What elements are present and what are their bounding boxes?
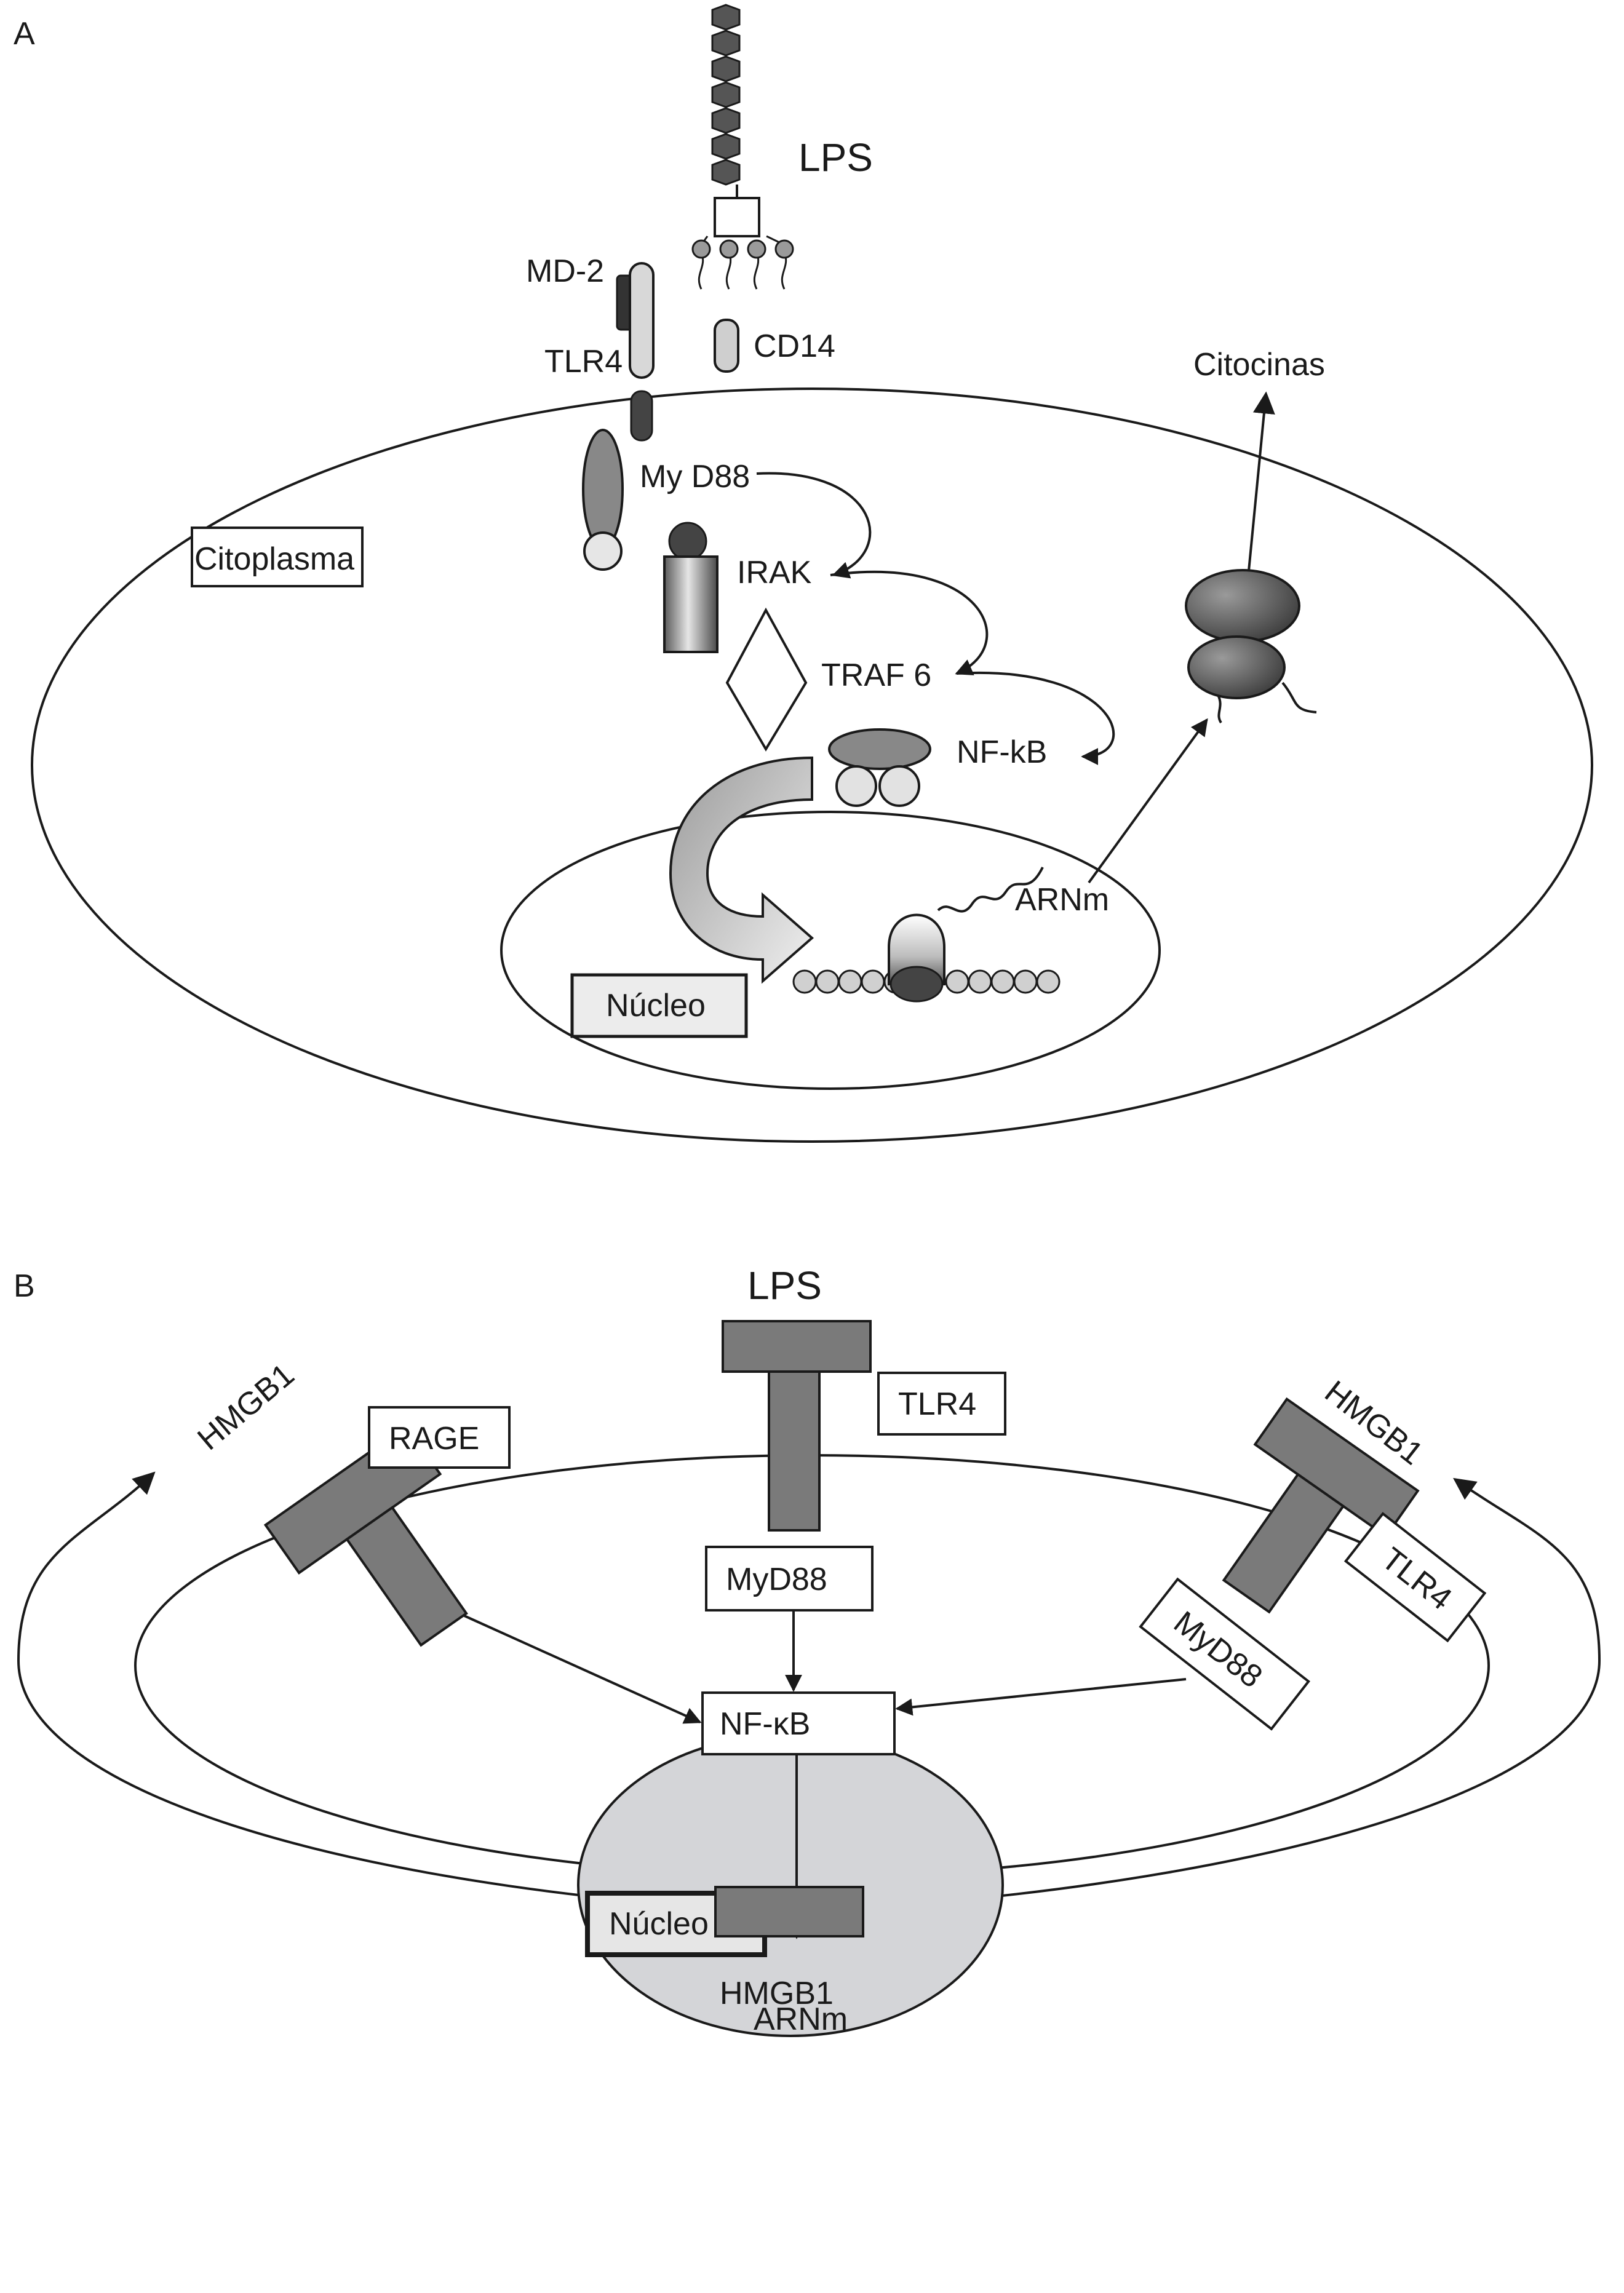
rage-box — [368, 1406, 511, 1469]
panel-b: B LPS TLR4 MyD88 NF-κB Núcleo ARNm — [14, 1263, 1601, 2037]
irak-shape — [663, 555, 718, 653]
md2-label: MD-2 — [526, 253, 604, 289]
rage-stem — [345, 1506, 468, 1647]
cd14-shape — [714, 319, 739, 373]
rna-polymerase-shape — [888, 913, 945, 985]
traf6-to-nfkb-arrow — [956, 671, 1115, 765]
citoplasma-label: Citoplasma — [194, 541, 354, 577]
rage-to-nfkb-arrow — [427, 1598, 702, 1724]
tlr4-label: TLR4 — [544, 344, 623, 380]
lps-chain — [691, 4, 794, 290]
myd88-to-irak-arrow — [756, 472, 872, 579]
cd14-label: CD14 — [754, 328, 835, 364]
mrna-strand — [937, 867, 1044, 913]
irak-head — [668, 522, 707, 561]
lps-label-b: LPS — [747, 1263, 822, 1308]
lps-receptor-bar — [722, 1320, 872, 1373]
cell-membrane — [31, 387, 1593, 1143]
lps-label: LPS — [798, 135, 873, 180]
nfkb-subunit-2 — [878, 765, 920, 807]
nfkb-shape — [828, 728, 931, 770]
panel-a: A — [14, 4, 1593, 1143]
mrna-export-arrow — [1088, 718, 1208, 884]
tlr4-top-box — [877, 1372, 1006, 1436]
traf6-shape — [725, 607, 808, 752]
nucleo-label-b: Núcleo — [609, 1906, 709, 1942]
ribosome-mrna-tail-left — [1217, 694, 1222, 724]
panel-a-letter: A — [14, 16, 35, 52]
tlr4-receptor-stem — [768, 1370, 821, 1532]
myd88-right-box — [1139, 1577, 1310, 1731]
ribosome-small-subunit — [1187, 635, 1286, 699]
polymerase-base — [890, 966, 944, 1003]
traf6-label: TRAF 6 — [821, 658, 931, 693]
tlr4-right-stem — [1222, 1472, 1345, 1614]
hmgb1-left-label: HMGB1 — [191, 1357, 301, 1457]
hmgb1-release-right-arrow — [882, 1477, 1601, 1908]
tlr4-right-to-nfkb-arrow — [895, 1678, 1187, 1716]
citoplasma-box — [191, 527, 364, 587]
irak-label: IRAK — [737, 555, 812, 590]
nfkb-label: NF-kB — [957, 734, 1047, 770]
nucleo-label-a: Núcleo — [606, 988, 706, 1023]
citocinas-label: Citocinas — [1193, 347, 1325, 383]
arnm-label-b: ARNm — [754, 2001, 848, 2037]
myd88-shape — [582, 429, 624, 549]
nucleo-box-a — [570, 973, 748, 1038]
myd88-domain — [583, 531, 623, 571]
nuclear-translocation-arrow — [669, 756, 814, 984]
hmgb1-release-left-arrow — [17, 1471, 699, 1908]
nucleus-membrane — [500, 811, 1161, 1090]
myd88-label: My D88 — [640, 459, 750, 495]
nfkb-label-b: NF-κB — [720, 1706, 810, 1742]
myd88-center-label: MyD88 — [726, 1562, 827, 1597]
nfkb-subunit-1 — [835, 765, 877, 807]
tlr4-receptor-shape — [629, 262, 655, 379]
cytokine-release-arrow — [1248, 391, 1275, 571]
panel-b-letter: B — [14, 1268, 35, 1304]
hmgb1-bottom-shape — [714, 1886, 864, 1937]
tlr4-right-receptor — [1222, 1397, 1420, 1614]
tlr4-tir-domain — [630, 390, 653, 442]
ribosome-mrna-tail-right — [1281, 682, 1317, 713]
ribosome-large-subunit — [1185, 569, 1300, 643]
tlr4-top-label: TLR4 — [898, 1386, 976, 1422]
nfkb-box — [701, 1691, 896, 1755]
irak-to-traf6-arrow — [830, 570, 989, 675]
rage-label: RAGE — [389, 1421, 479, 1456]
tlr4-right-box — [1343, 1512, 1487, 1643]
arnm-label: ARNm — [1015, 882, 1109, 918]
hmgb1-bottom-label: HMGB1 — [720, 1976, 834, 2011]
myd88-center-box — [705, 1546, 874, 1611]
